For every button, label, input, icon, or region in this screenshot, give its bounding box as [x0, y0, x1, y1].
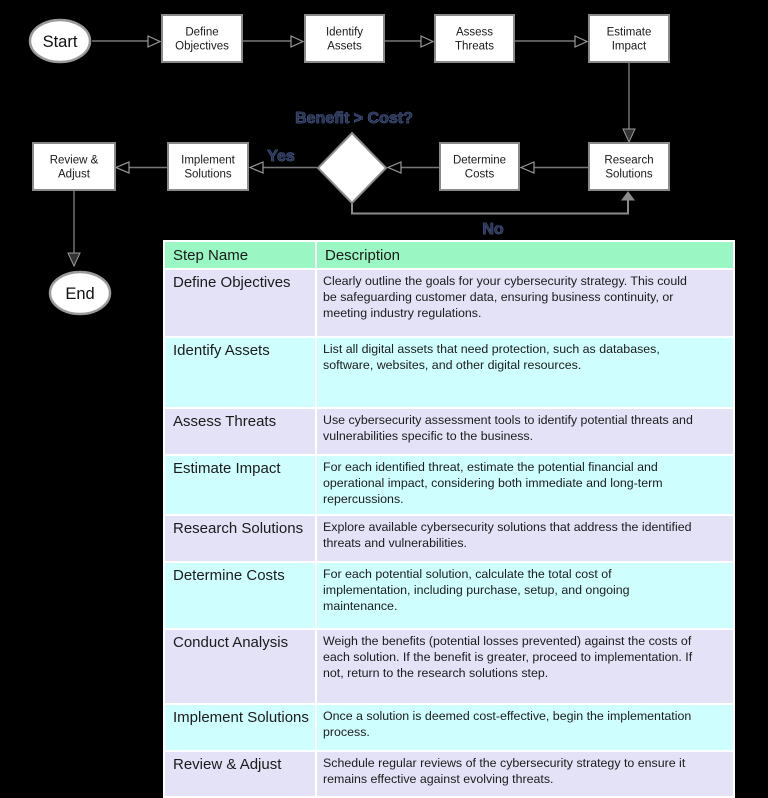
step-name-cell: Conduct Analysis — [165, 630, 315, 703]
arrowhead-into-end — [67, 252, 81, 268]
arrowhead-into-define — [147, 35, 162, 48]
description-cell: For each identified threat, estimate the… — [317, 456, 733, 514]
flowchart-diagram: Start Define Objectives Identify Assets … — [28, 14, 670, 316]
determine-costs-label-line2: Costs — [465, 169, 495, 181]
identify-assets-node — [304, 14, 385, 63]
step-name-cell: Define Objectives — [165, 270, 315, 336]
research-solutions-node — [588, 142, 670, 191]
define-objectives-label-line2: Objectives — [175, 41, 229, 53]
implement-solutions-label-line2: Solutions — [184, 169, 232, 181]
arrowhead-into-review — [114, 161, 130, 174]
column-header-step-name: Step Name — [165, 242, 315, 268]
assess-threats-node — [434, 14, 515, 63]
determine-costs-node — [439, 142, 520, 191]
arrowhead-into-identify — [290, 35, 305, 48]
define-objectives-label-line1: Define — [185, 27, 218, 39]
start-node-label: Start — [43, 33, 78, 51]
start-node — [28, 18, 92, 64]
description-cell: Weigh the benefits (potential losses pre… — [317, 630, 733, 703]
end-node-label: End — [65, 285, 94, 303]
description-cell: Schedule regular reviews of the cybersec… — [317, 752, 733, 796]
estimate-impact-node — [588, 14, 670, 63]
table-row: Implement Solutions Once a solution is d… — [165, 705, 733, 750]
step-name-cell: Identify Assets — [165, 338, 315, 407]
description-cell: Clearly outline the goals for your cyber… — [317, 270, 733, 336]
table-row: Review & Adjust Schedule regular reviews… — [165, 752, 733, 796]
identify-assets-label-line2: Assets — [327, 41, 362, 53]
steps-table: Step Name Description Define Objectives … — [163, 240, 735, 798]
end-node — [48, 270, 112, 316]
step-name-cell: Assess Threats — [165, 409, 315, 454]
description-cell: List all digital assets that need protec… — [317, 338, 733, 407]
arrowhead-no-loop — [621, 191, 635, 201]
arrowhead-into-decision — [386, 161, 402, 174]
flowchart-canvas: Start Define Objectives Identify Assets … — [28, 14, 735, 798]
step-name-cell: Estimate Impact — [165, 456, 315, 514]
description-cell: Use cybersecurity assessment tools to id… — [317, 409, 733, 454]
description-cell: Once a solution is deemed cost-effective… — [317, 705, 733, 750]
review-adjust-node — [32, 142, 116, 191]
arrowhead-into-estimate — [574, 35, 589, 48]
review-adjust-label-line2: Adjust — [58, 169, 91, 181]
table-row: Define Objectives Clearly outline the go… — [165, 270, 733, 336]
estimate-impact-label-line2: Impact — [612, 41, 647, 53]
column-header-description: Description — [317, 242, 733, 268]
estimate-impact-label-line1: Estimate — [607, 27, 652, 39]
no-branch-label: No — [482, 221, 504, 238]
yes-branch-label: Yes — [267, 148, 295, 165]
implement-solutions-node — [167, 142, 249, 191]
table-row: Research Solutions Explore available cyb… — [165, 516, 733, 561]
review-adjust-label-line1: Review & — [50, 155, 99, 167]
table-header-row: Step Name Description — [165, 242, 733, 268]
table-row: Conduct Analysis Weigh the benefits (pot… — [165, 630, 733, 703]
assess-threats-label-line1: Assess — [456, 27, 493, 39]
research-solutions-label-line2: Solutions — [605, 169, 653, 181]
table-row: Determine Costs For each potential solut… — [165, 563, 733, 628]
step-name-cell: Review & Adjust — [165, 752, 315, 796]
arrowhead-into-determine — [519, 161, 535, 174]
arrowhead-into-implement — [248, 161, 264, 174]
description-cell: Explore available cybersecurity solution… — [317, 516, 733, 561]
table-row: Assess Threats Use cybersecurity assessm… — [165, 409, 733, 454]
table-row: Estimate Impact For each identified thre… — [165, 456, 733, 514]
table-row: Identify Assets List all digital assets … — [165, 338, 733, 407]
determine-costs-label-line1: Determine — [453, 155, 506, 167]
decision-question-label: Benefit > Cost? — [295, 110, 413, 127]
step-name-cell: Research Solutions — [165, 516, 315, 561]
step-name-cell: Implement Solutions — [165, 705, 315, 750]
arrowhead-into-research-top — [622, 128, 636, 144]
description-cell: For each potential solution, calculate t… — [317, 563, 733, 628]
define-objectives-node — [161, 14, 243, 63]
decision-diamond-node — [316, 131, 388, 205]
step-name-cell: Determine Costs — [165, 563, 315, 628]
identify-assets-label-line1: Identify — [326, 27, 363, 39]
implement-solutions-label-line1: Implement — [181, 155, 235, 167]
arrowhead-into-assess — [420, 35, 435, 48]
research-solutions-label-line1: Research — [604, 155, 653, 167]
assess-threats-label-line2: Threats — [455, 41, 494, 53]
edge-no-loop — [351, 199, 629, 215]
